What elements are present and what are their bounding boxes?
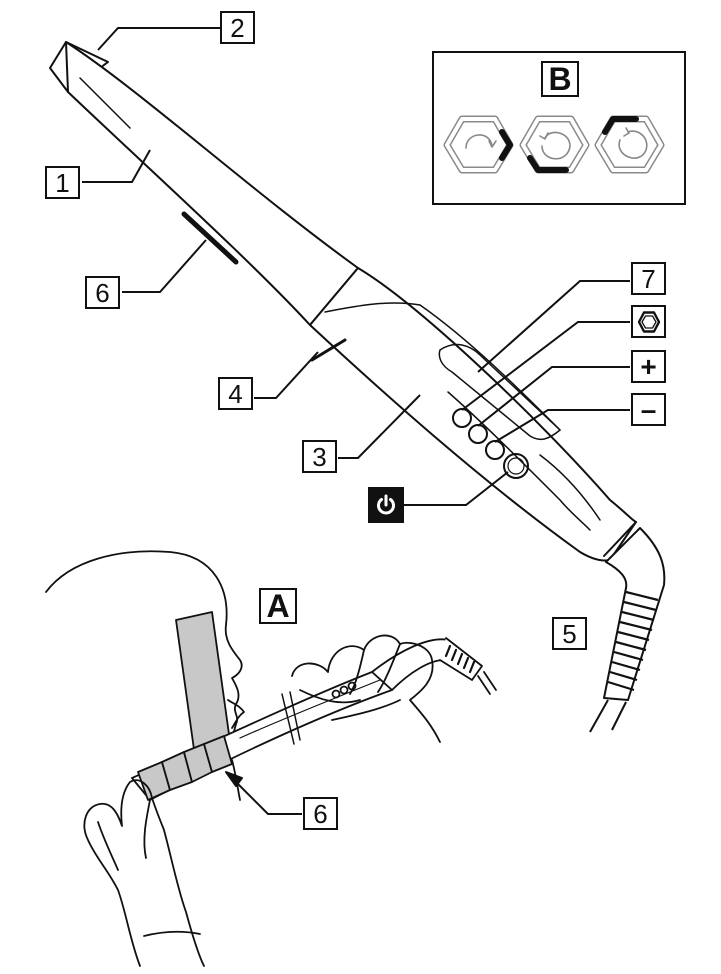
leader-lines <box>82 27 630 506</box>
full-power-mode-icon <box>594 115 665 174</box>
panel-a-label: A <box>259 588 297 624</box>
power-icon <box>377 494 395 515</box>
callout-7: 7 <box>631 262 666 295</box>
callout-5: 5 <box>552 617 587 650</box>
usage-illustration <box>45 550 497 967</box>
plus-button-label: + <box>631 350 666 383</box>
callout-2: 2 <box>220 11 255 44</box>
pulse-mode-icon <box>519 115 590 174</box>
hexagon-program-icon <box>637 310 660 333</box>
callout-6: 6 <box>85 276 120 309</box>
strain-relief-coils <box>607 590 659 692</box>
minus-button-label: – <box>631 393 666 426</box>
panel-b-label: B <box>541 61 579 97</box>
callout-3: 3 <box>302 440 337 473</box>
callout-1: 1 <box>45 166 80 199</box>
power-button-shape <box>503 453 529 479</box>
callout-4: 4 <box>218 377 253 410</box>
callout-6-usage: 6 <box>303 797 338 830</box>
program-button-label <box>631 305 666 338</box>
assistant-hand <box>83 779 205 967</box>
power-button-label <box>368 487 404 523</box>
ramp-mode-icon <box>443 115 514 174</box>
shield-pointer-arrow <box>231 777 302 815</box>
